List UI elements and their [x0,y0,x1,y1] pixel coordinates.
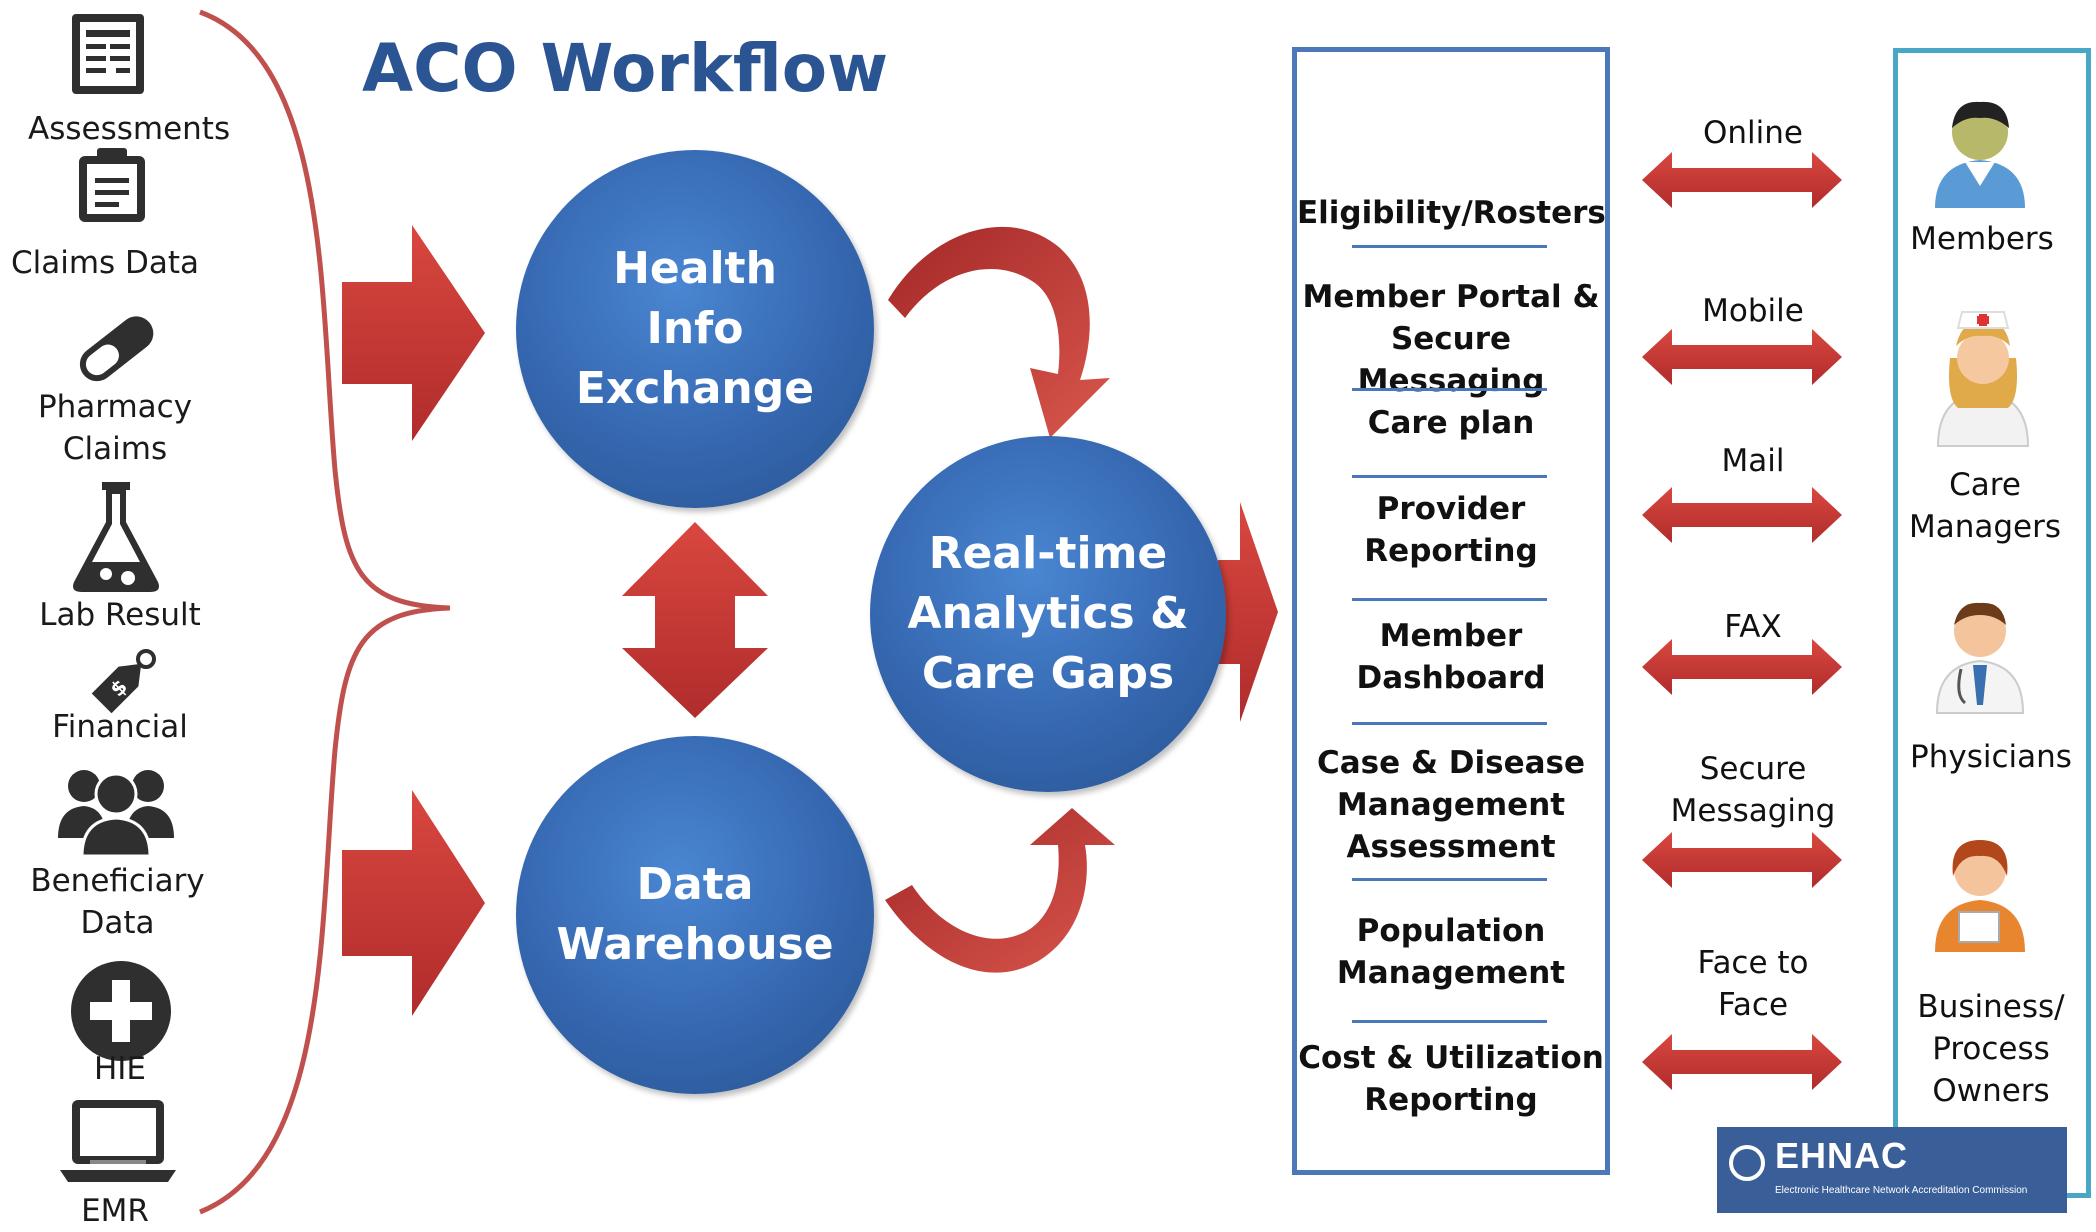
channel-arrow-face-to-face [1642,1034,1842,1090]
source-brace [199,9,451,1215]
function-eligibility-rosters: Eligibility/Rosters [1297,195,1606,231]
channel-arrow-mobile [1642,329,1842,385]
business-owner-icon [1935,840,2025,952]
assessment-form-icon [72,14,144,94]
function-member-portal: Member Portal & Secure Messaging [1302,279,1600,399]
ehnac-badge: EHNAC Electronic Healthcare Network Accr… [1717,1127,2067,1213]
hie-warehouse-double-arrow [622,522,768,718]
clipboard-icon [79,148,145,222]
channel-arrow-mail [1642,487,1842,543]
function-member-dashboard: Member Dashboard [1356,618,1546,696]
source-label-claims-data: Claims Data [10,245,200,281]
lab-flask-icon [73,482,159,592]
arrow-into-warehouse [342,790,485,1016]
channel-label-fax: FAX [1724,609,1782,645]
function-divider [1352,722,1547,725]
function-divider [1352,878,1547,881]
channel-label-online: Online [1703,115,1803,151]
data-warehouse-hub: Data Warehouse [516,736,874,1094]
channel-arrow-fax [1642,639,1842,695]
curve-arrow-hie-to-analytics [888,226,1110,438]
channel-arrow-online [1642,152,1842,208]
user-label-members: Members [1910,221,2054,257]
arrow-into-functions [1218,502,1278,722]
function-divider [1352,388,1547,391]
function-cost-utilization-reporting: Cost & Utilization Reporting [1298,1040,1604,1118]
pill-capsule-icon [79,316,154,382]
physician-icon [1935,602,2025,714]
source-label-financial: Financial [52,709,188,745]
function-divider [1352,245,1547,248]
user-label-business-process-owners: Business/ Process Owners [1917,989,2065,1109]
function-divider [1352,598,1547,601]
analytics-care-gaps-label: Real-time Analytics & Care Gaps [907,528,1189,699]
analytics-care-gaps-hub: Real-time Analytics & Care Gaps [870,436,1226,792]
data-warehouse-label: Data Warehouse [556,859,834,970]
function-population-management: Population Management [1336,913,1566,991]
group-people-icon [58,770,174,858]
health-info-exchange-hub: Health Info Exchange [516,150,874,508]
source-label-beneficiary-data: Beneficiary Data [30,863,205,941]
channel-label-face-to-face: Face to Face [1697,945,1809,1023]
function-divider [1352,1020,1547,1023]
function-divider [1352,475,1547,478]
user-label-physicians: Physicians [1910,739,2072,775]
arrow-into-hie [342,225,485,441]
function-provider-reporting: Provider Reporting [1364,491,1538,569]
function-care-plan: Care plan [1367,405,1535,441]
curve-arrow-warehouse-to-analytics [885,808,1115,973]
page-title: ACO Workflow [362,30,889,107]
source-label-emr: EMR [81,1193,149,1229]
source-label-pharmacy-claims: Pharmacy Claims [37,389,193,467]
nurse-icon [1936,311,2030,447]
channel-arrow-secure-messaging [1642,832,1842,888]
source-label-hie: HIE [93,1051,147,1087]
functions-panel: Eligibility/Rosters Member Portal & Secu… [1292,47,1610,1175]
channel-label-mail: Mail [1721,443,1785,479]
channel-label-mobile: Mobile [1702,293,1804,329]
plus-cross-icon [71,961,171,1061]
ehnac-name: EHNAC [1775,1135,1909,1176]
source-label-lab-result: Lab Result [39,597,201,633]
ehnac-tagline: Electronic Healthcare Network Accreditat… [1775,1185,2028,1196]
source-label-assessments: Assessments [28,111,231,147]
function-case-disease-management: Case & Disease Management Assessment [1317,745,1585,865]
ehnac-logo-icon [1729,1145,1765,1181]
price-tag-icon: $ [91,649,156,714]
channel-label-secure-messaging: Secure Messaging [1670,751,1836,829]
user-label-care-managers: Care Managers [1908,467,2062,545]
channel-arrows [1642,152,1842,1090]
member-person-icon [1935,101,2025,208]
health-info-exchange-label: Health Info Exchange [575,243,815,414]
laptop-icon [60,1100,176,1182]
